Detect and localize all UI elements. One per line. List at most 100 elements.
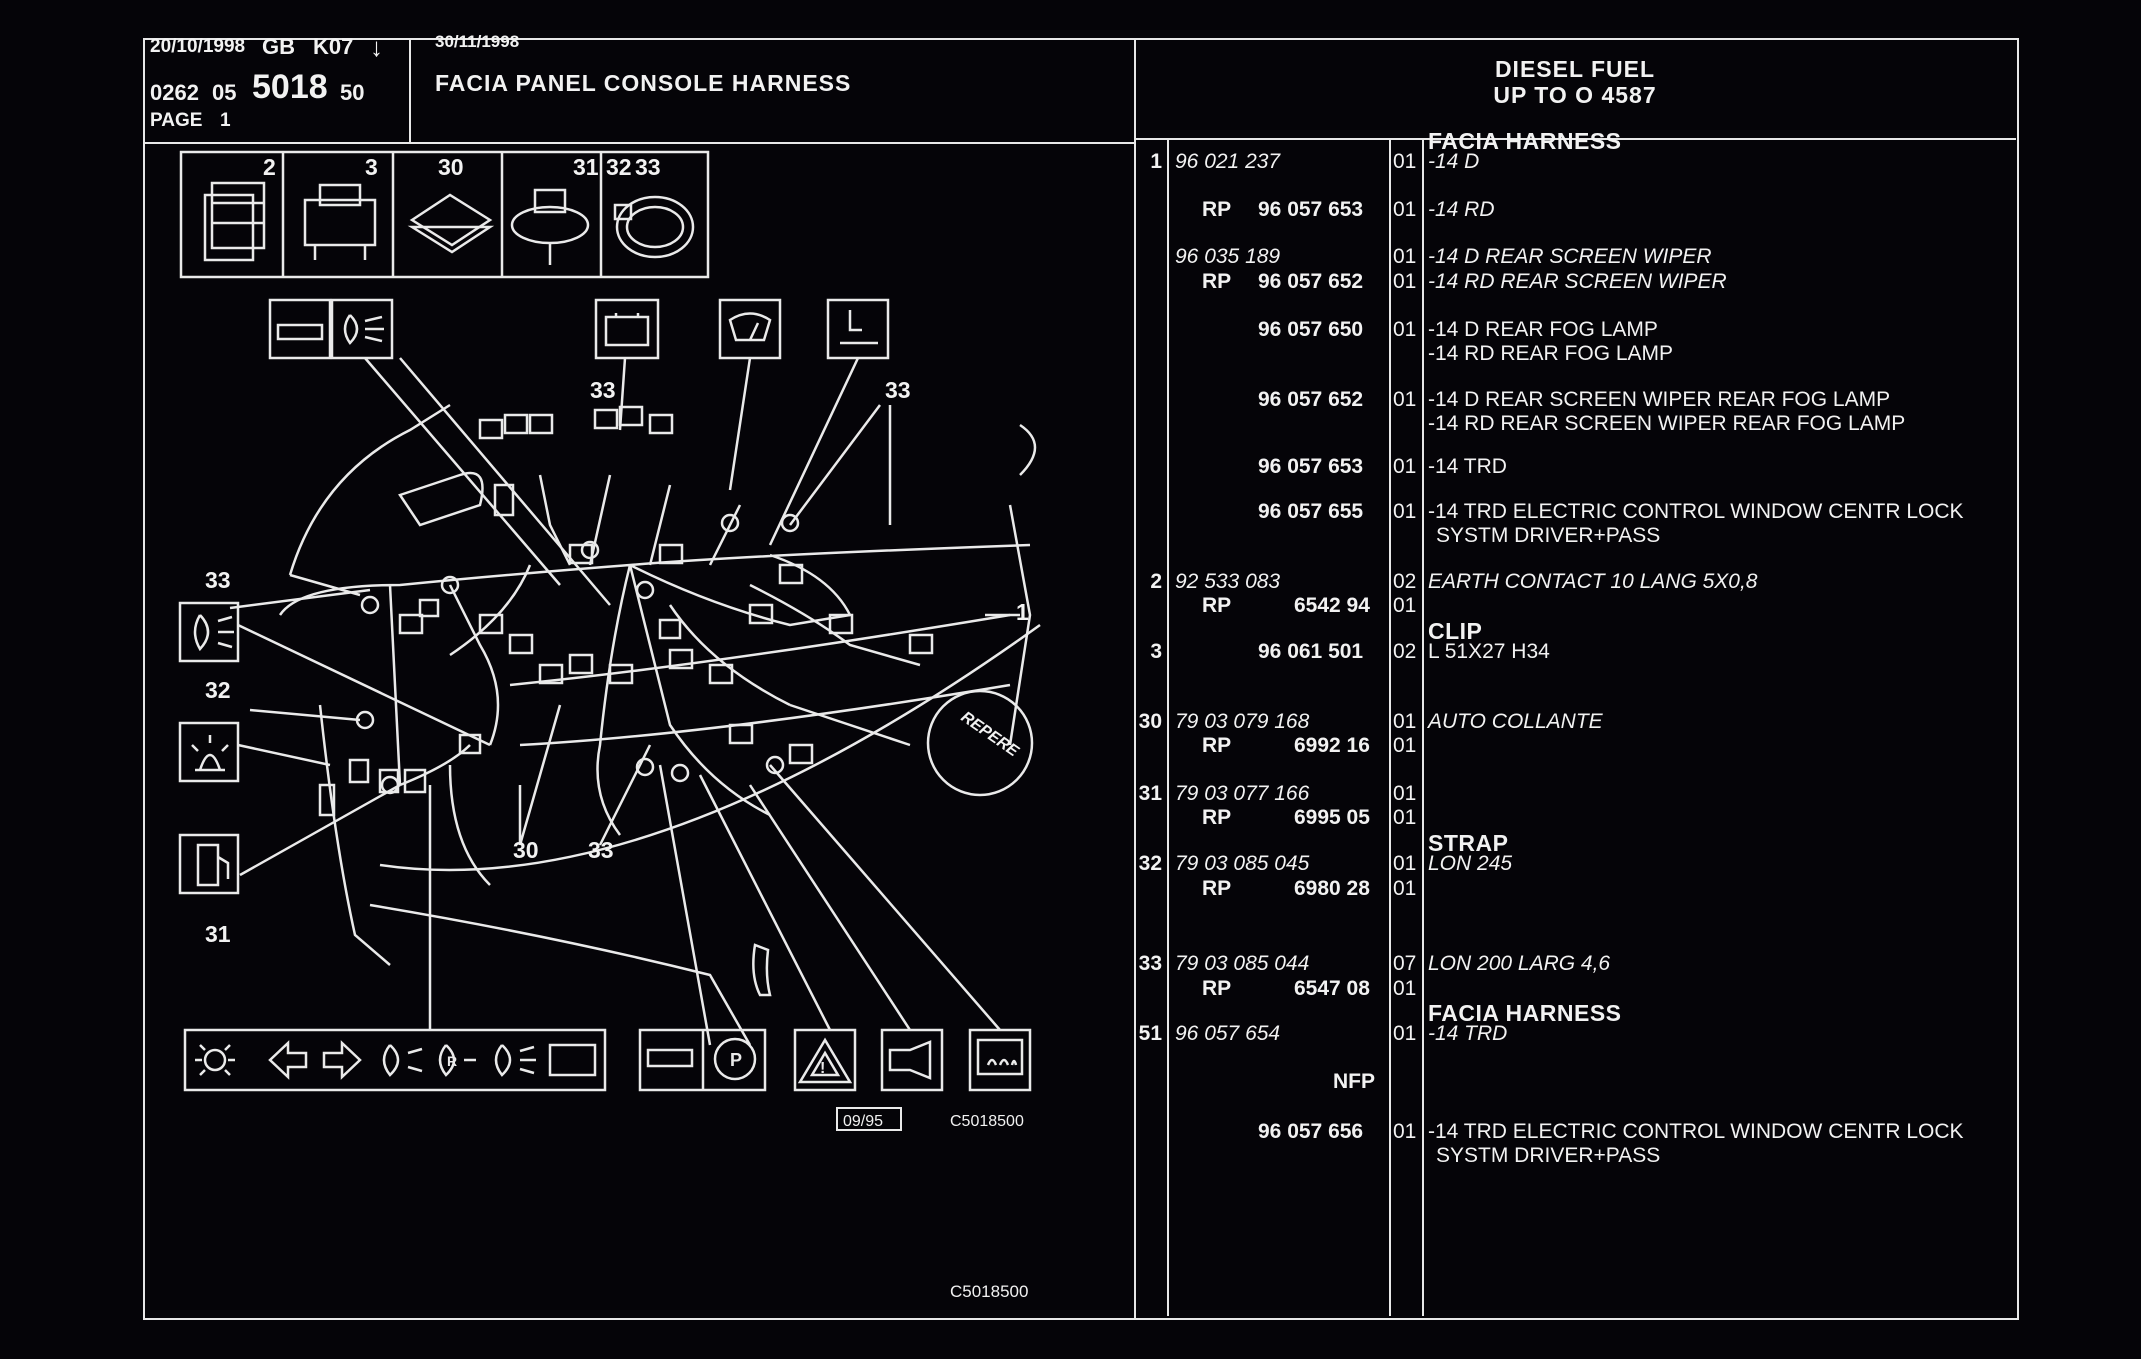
horn-symbol-icon [880, 1028, 944, 1092]
quantity: 01 [1393, 198, 1417, 221]
connector-cluster [318, 405, 934, 817]
fuel-symbol-icon [178, 833, 240, 895]
rp-marker: RP [1202, 806, 1232, 829]
clip-markers [355, 513, 800, 795]
part-number: 96 057 656 [1258, 1120, 1364, 1143]
description: -14 TRD [1428, 455, 1507, 478]
quantity: 01 [1393, 150, 1417, 173]
part-number: 96 057 652 [1258, 388, 1364, 411]
rp-marker: NFP [1333, 1070, 1375, 1093]
rp-marker: RP [1202, 977, 1232, 1000]
callout-number: 33 [588, 837, 614, 863]
description-line2: -14 RD REAR SCREEN WIPER REAR FOG LAMP [1428, 412, 1906, 435]
header-bottom-left [143, 142, 1136, 144]
description-line2: -14 RD REAR FOG LAMP [1428, 342, 1674, 365]
description-line2: -14 D [1428, 150, 1480, 173]
quantity: 01 [1393, 734, 1417, 757]
leader-lines [229, 357, 1020, 1046]
clip-mount-icon [510, 188, 590, 265]
description: STRAP [1428, 830, 1509, 856]
harness-trunk [278, 474, 1031, 836]
date-box-text: 09/95 [843, 1113, 883, 1130]
ref-prefix: 0262 [150, 80, 199, 105]
row-index: 3 [1150, 640, 1162, 663]
rp-marker: RP [1202, 198, 1232, 221]
quantity: 01 [1393, 245, 1417, 268]
callout-number: 3 [365, 154, 378, 180]
quantity: 01 [1393, 877, 1417, 900]
part-number: 96 057 650 [1258, 318, 1364, 341]
callout-number: 32 [606, 154, 632, 180]
description: EARTH CONTACT 10 LANG 5X0,8 [1428, 570, 1758, 593]
row-index: 30 [1138, 710, 1162, 733]
part-number: 6992 16 [1294, 734, 1370, 757]
part-number: 92 533 083 [1175, 570, 1281, 593]
description-line2: LON 245 [1428, 852, 1513, 875]
col-idx-divider [1167, 140, 1169, 1316]
battery-symbol-icon [594, 298, 660, 360]
description-line2: -14 TRD [1428, 1022, 1508, 1045]
header-code: K07 [313, 34, 354, 59]
quantity: 07 [1393, 952, 1417, 975]
quantity: 01 [1393, 1120, 1417, 1143]
ref-a: 05 [212, 80, 237, 105]
hazard-beacon-symbol-icon [178, 721, 240, 783]
description-line2: SYSTM DRIVER+PASS [1436, 1144, 1661, 1167]
callout-number: 31 [205, 921, 231, 947]
quantity: 01 [1393, 977, 1417, 1000]
callout-number: 32 [205, 677, 231, 703]
headlamp-symbol-icon [330, 298, 394, 360]
down-arrow-icon: ↓ [370, 32, 383, 62]
description: FACIA HARNESS [1428, 1000, 1622, 1026]
description: -14 TRD ELECTRIC CONTROL WINDOW CENTR LO… [1428, 500, 1964, 523]
hazard-warning-symbol-icon [793, 1028, 857, 1092]
park-p-label: P [730, 1050, 742, 1070]
part-number: 79 03 077 166 [1175, 782, 1310, 805]
description: LON 200 LARG 4,6 [1428, 952, 1611, 975]
part-number: 96 061 501 [1258, 640, 1364, 663]
cable-tie-icon [613, 195, 695, 259]
row-index: 32 [1138, 852, 1162, 875]
part-number: 79 03 079 168 [1175, 710, 1310, 733]
description-line2: L 51X27 H34 [1428, 640, 1550, 663]
description: -14 RD [1428, 198, 1495, 221]
part-number: 96 057 654 [1175, 1022, 1281, 1045]
row-index: 1 [1150, 150, 1162, 173]
connector-block-icon [203, 181, 266, 262]
part-number: 96 057 652 [1258, 270, 1364, 293]
header-right-line2: UP TO O 4587 [1493, 82, 1657, 108]
row-index: 2 [1150, 570, 1162, 593]
switch-symbol-icon [268, 298, 332, 360]
header-date: 20/10/1998 [150, 36, 246, 57]
lighting-symbols-strip [183, 1028, 607, 1092]
adhesive-pad-icon [407, 193, 495, 254]
callout-number: 33 [590, 377, 616, 403]
part-number: 6547 08 [1294, 977, 1370, 1000]
col-part-divider [1389, 140, 1391, 1316]
header-bottom-right [1134, 138, 2016, 140]
quantity: 01 [1393, 710, 1417, 733]
parts-strip-frame [179, 150, 710, 279]
row-index: 31 [1138, 782, 1162, 805]
quantity: 02 [1393, 640, 1417, 663]
header-right-line1: DIESEL FUEL [1494, 56, 1656, 82]
callout-number: 1 [1016, 599, 1029, 625]
ref-main: 5018 [252, 68, 328, 106]
rp-marker: RP [1202, 594, 1232, 617]
rp-marker: RP [1202, 734, 1232, 757]
hazard-mark: ! [820, 1060, 825, 1077]
quantity: 01 [1393, 594, 1417, 617]
diagram-ref-bottom: C5018500 [950, 1282, 1028, 1301]
quantity: 01 [1393, 782, 1417, 805]
page-number: 1 [220, 110, 231, 131]
part-number: 6542 94 [1294, 594, 1370, 617]
header-date2: 30/11/1998 [435, 32, 520, 51]
part-number: 96 057 653 [1258, 455, 1364, 478]
part-number: 96 035 189 [1175, 245, 1281, 268]
date-box [836, 1107, 902, 1131]
description: AUTO COLLANTE [1428, 710, 1603, 733]
description: -14 RD REAR SCREEN WIPER [1428, 270, 1727, 293]
diagram-ref-small: C5018500 [950, 1113, 1024, 1130]
header-lang: GB [262, 34, 295, 59]
